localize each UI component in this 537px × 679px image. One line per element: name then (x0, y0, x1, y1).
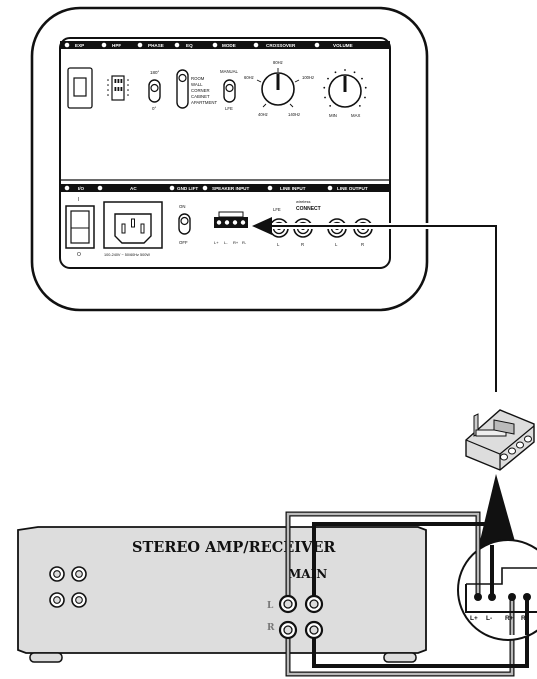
section-label-crossover: CROSSOVER (266, 43, 296, 48)
amp-binding-post-l-minus[interactable] (304, 594, 324, 614)
connect-logo-label: CONNECT (296, 206, 321, 212)
magnifier-terminal-rplus: R+ (505, 615, 514, 622)
phoenix-connector-plug (465, 409, 535, 471)
line-input-l-label: L (277, 242, 280, 247)
volume-scale-dot (329, 104, 332, 107)
volume-scale-dot (344, 69, 346, 71)
crossover-tick-140hz: 140Hz (288, 112, 300, 117)
speaker-terminal-lminus: L- (224, 240, 228, 245)
line-input-r-label: R (301, 242, 304, 247)
phase-top-label: 180° (150, 70, 160, 75)
speaker-terminal-lplus: L+ (214, 240, 219, 245)
speaker-input-terminal-block[interactable] (214, 211, 248, 228)
subwoofer-rear-panel (30, 6, 429, 312)
crossover-tick-40hz: 40Hz (258, 112, 268, 117)
amp-binding-post-r-minus[interactable] (304, 620, 324, 640)
mode-bottom-label: LFE (225, 106, 233, 111)
crossover-knob[interactable] (261, 72, 295, 106)
line-input-lfe-label: LFE (273, 207, 281, 212)
volume-scale-dot (324, 96, 326, 99)
eq-option-room: ROOM (191, 76, 205, 81)
amp-front-jacks (49, 566, 87, 608)
magnifier-terminal-lplus: L+ (470, 615, 478, 622)
section-label-eq: EQ (186, 43, 193, 48)
section-label-line-input: LINE INPUT (280, 186, 306, 191)
volume-scale-dots (323, 69, 367, 107)
eq-selector[interactable] (176, 69, 189, 109)
speaker-terminal-rminus: R- (242, 240, 247, 245)
arrow-head (252, 217, 272, 235)
crossover-ticks (256, 68, 300, 108)
eq-option-wall: WALL (191, 82, 203, 87)
connection-path (252, 217, 499, 392)
amp-l-label: L (267, 601, 274, 611)
amp-r-label: R (267, 623, 275, 633)
power-switch[interactable] (65, 205, 95, 249)
power-on-label: I (78, 197, 79, 203)
mode-toggle[interactable] (223, 79, 236, 103)
volume-knob[interactable] (328, 74, 362, 108)
amp-binding-post-l-plus[interactable] (278, 594, 298, 614)
section-label-exp: EXP (75, 43, 84, 48)
crossover-tick-100hz: 100Hz (302, 75, 314, 80)
power-off-label: O (77, 252, 81, 258)
volume-min-label: MIN (329, 113, 337, 118)
connect-small-label: wireless (296, 199, 310, 204)
section-label-speaker-input: SPEAKER INPUT (212, 186, 249, 191)
volume-max-label: MAX (351, 113, 360, 118)
volume-scale-dot (334, 71, 337, 74)
eq-option-apartment: APARTMENT (191, 100, 217, 105)
section-label-line-output: LINE OUTPUT (337, 186, 368, 191)
eq-option-cabinet: CABINET (191, 94, 210, 99)
volume-scale-dot (323, 86, 326, 89)
amp-title: STEREO AMP/RECEIVER (132, 539, 336, 556)
section-label-volume: VOLUME (333, 43, 353, 48)
gnd-lift-off-label: OFF (179, 240, 188, 245)
mode-top-label: MANUAL (220, 69, 239, 74)
volume-scale-dot (358, 104, 361, 107)
ac-inlet[interactable] (103, 201, 163, 249)
bottom-header-bar: I/O AC GND LIFT SPEAKER INPUT LINE INPUT… (60, 184, 390, 192)
stereo-amp-receiver (17, 526, 427, 663)
crossover-tick-60hz: 60Hz (244, 75, 254, 80)
connector-magnifier (457, 539, 537, 641)
speaker-terminal-rplus: R+ (233, 240, 239, 245)
gnd-lift-on-label: ON (179, 204, 185, 209)
hpf-dip-switch[interactable] (107, 75, 129, 101)
section-label-phase: PHASE (148, 43, 164, 48)
phase-toggle[interactable] (148, 79, 161, 103)
volume-scale-dot (353, 71, 356, 74)
magnifier-terminal-rminus: R- (521, 615, 528, 622)
section-label-hpf: HPF (112, 43, 121, 48)
phase-bottom-label: 0° (152, 106, 157, 111)
line-output-r-label: R (361, 242, 364, 247)
gnd-lift-toggle[interactable] (178, 213, 191, 235)
top-header-bar: EXP HPF PHASE EQ MODE CROSSOVER VOLUME (60, 41, 390, 49)
magnifier-terminal-lminus: L- (486, 615, 492, 622)
eq-option-corner: CORNER (191, 88, 210, 93)
line-output-l-label: L (335, 242, 338, 247)
section-label-gnd-lift: GND LIFT (177, 186, 198, 191)
volume-scale-dot (364, 96, 366, 99)
exp-port[interactable] (67, 67, 93, 109)
volume-scale-dot (364, 86, 367, 89)
amp-binding-post-r-plus[interactable] (278, 620, 298, 640)
volume-scale-dot (361, 77, 363, 80)
section-label-mode: MODE (222, 43, 236, 48)
amp-main-label: MAIN (288, 567, 327, 581)
section-label-ac: AC (130, 186, 137, 191)
volume-scale-dot (327, 77, 329, 80)
ac-rating-label: 100-240V ~ 50/60Hz 500W (104, 253, 150, 257)
crossover-tick-80hz: 80Hz (273, 60, 283, 65)
section-label-io: I/O (78, 186, 85, 191)
